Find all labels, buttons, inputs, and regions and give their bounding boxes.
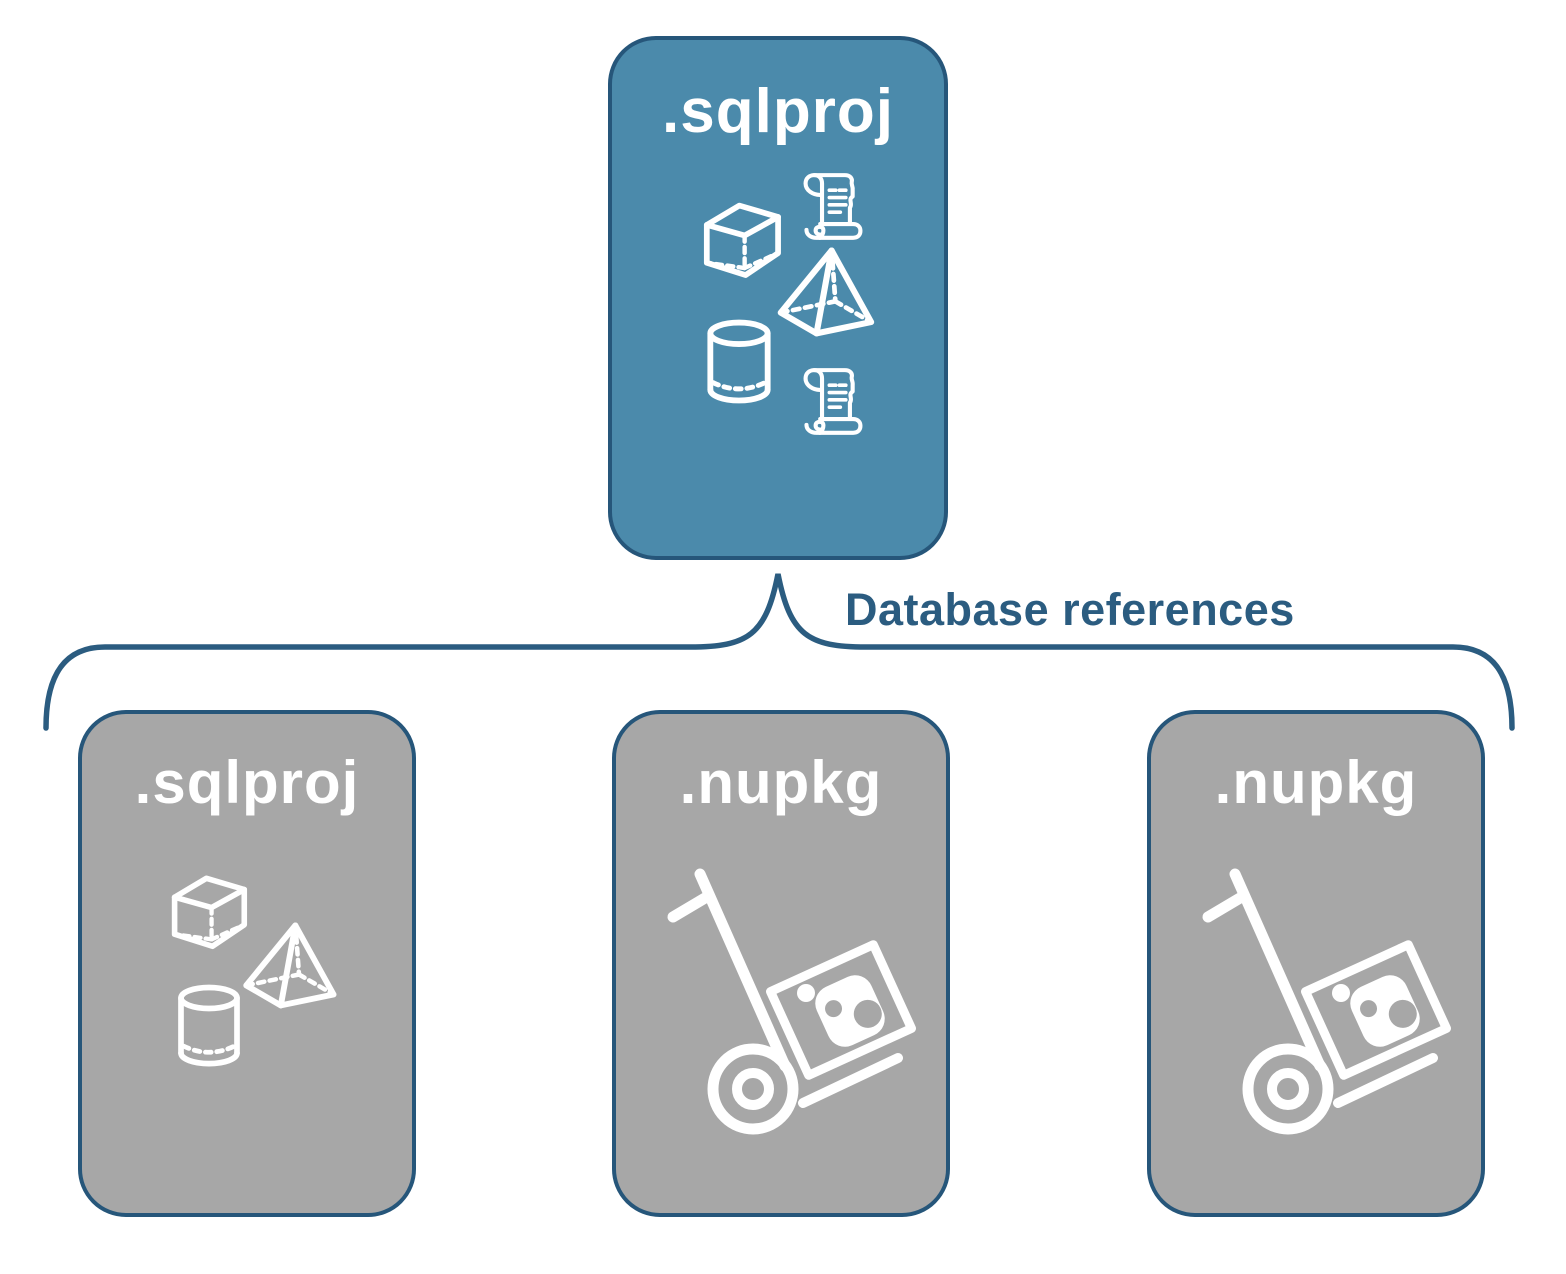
node-label: .sqlproj	[662, 77, 894, 146]
node-sqlproj-root: .sqlproj	[608, 36, 948, 560]
node-label: .sqlproj	[134, 749, 360, 816]
node-label: .nupkg	[679, 749, 883, 816]
pyramid-icon	[773, 243, 877, 339]
node-sqlproj-child: .sqlproj	[78, 710, 416, 1217]
brace-connector-icon	[43, 573, 1515, 731]
scroll-icon	[801, 171, 865, 246]
node-nupkg-child-1: .nupkg	[612, 710, 950, 1217]
node-nupkg-child-2: .nupkg	[1147, 710, 1485, 1217]
hand-truck-package-icon	[646, 854, 936, 1154]
connector-label: Database references	[845, 584, 1295, 635]
pyramid-icon	[239, 918, 339, 1011]
node-label: .nupkg	[1214, 749, 1418, 816]
cylinder-icon	[703, 319, 775, 405]
cylinder-icon	[174, 984, 244, 1068]
scroll-icon	[801, 366, 865, 441]
hand-truck-package-icon	[1181, 854, 1471, 1154]
